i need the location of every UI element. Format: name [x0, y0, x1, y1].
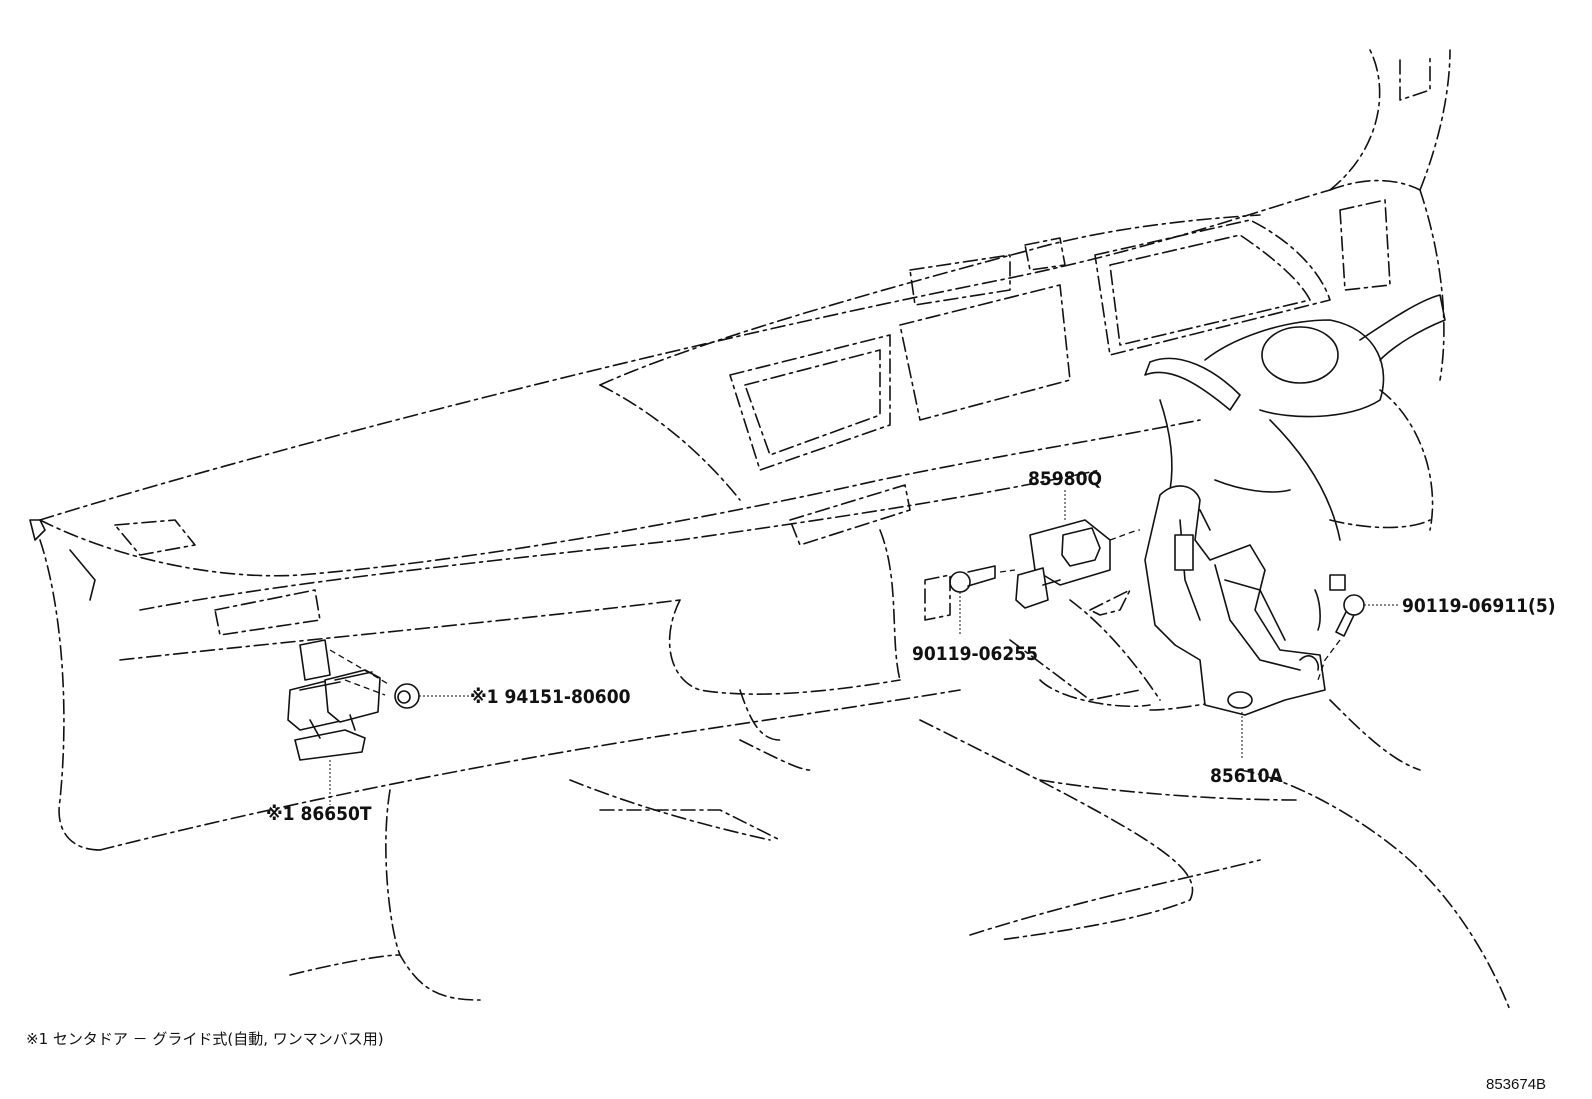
callout-85980q[interactable]: 85980Q — [1028, 468, 1102, 490]
callout-90119-06255[interactable]: 90119-06255 — [912, 643, 1038, 665]
bracket-85610a — [1144, 485, 1326, 716]
callout-90119-06911[interactable]: 90119-06911(5) — [1402, 595, 1556, 617]
nut-94151-80600 — [394, 683, 470, 709]
bolt-90119-06255 — [924, 565, 1016, 635]
instrument-panel-outline — [29, 49, 1511, 1011]
callout-86650t[interactable]: ※1 86650T — [266, 803, 372, 825]
footnote: ※1 センタドア － グライド式(自動, ワンマンバス用) — [26, 1030, 384, 1048]
figure-number: 853674B — [1486, 1076, 1546, 1093]
bolt-90119-06911 — [1317, 574, 1400, 681]
callout-94151-80600[interactable]: ※1 94151-80600 — [470, 686, 631, 708]
relay-86650t — [287, 639, 391, 805]
callout-85610a[interactable]: 85610A — [1210, 765, 1283, 787]
steering-column — [1144, 294, 1446, 541]
relay-85980q — [1015, 519, 1141, 609]
